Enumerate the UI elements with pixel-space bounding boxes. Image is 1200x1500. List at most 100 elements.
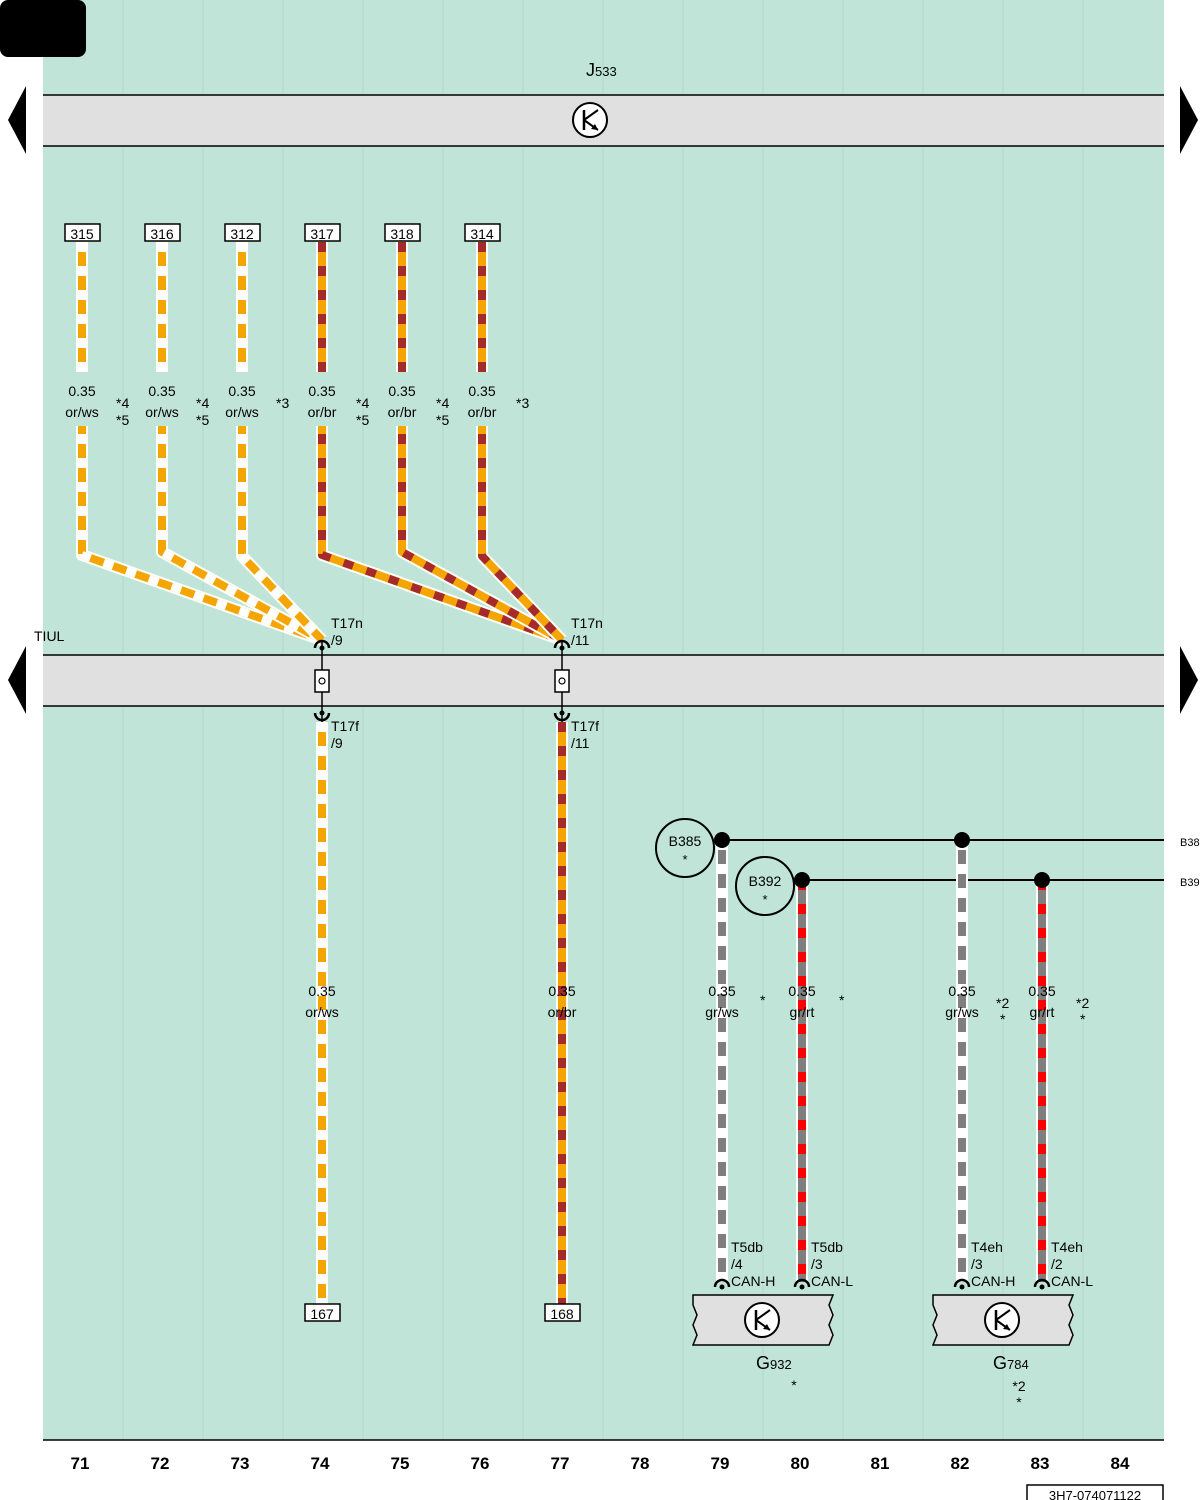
component-g784[interactable] [931, 1294, 1075, 1346]
column-number: 82 [951, 1454, 970, 1473]
can-signal: CAN-L [811, 1273, 853, 1289]
wire-size: 0.35 [468, 383, 495, 399]
harness-label: TIUL [34, 628, 65, 644]
wire-note: * [839, 992, 845, 1008]
j533-label: J533 [586, 60, 617, 80]
wire-note: * [760, 992, 766, 1008]
connector-name: T17f [571, 718, 599, 734]
wire-top-1[interactable] [76, 242, 325, 646]
connector-t5db[interactable] [713, 1278, 811, 1290]
svg-text:315: 315 [70, 226, 94, 242]
control-unit-icon [572, 102, 608, 138]
harness-left-arrow-icon[interactable] [8, 646, 26, 714]
can-signal: CAN-H [971, 1273, 1015, 1289]
svg-text:B392: B392 [749, 873, 782, 889]
wire-color: or/ws [65, 404, 98, 420]
connector-pin: /3 [811, 1256, 823, 1272]
column-number: 74 [311, 1454, 330, 1473]
column-number: 76 [471, 1454, 490, 1473]
page-corner-tag [0, 0, 86, 57]
wire-note: *2 [1076, 995, 1089, 1011]
column-number: 84 [1111, 1454, 1130, 1473]
wire-top-3[interactable] [236, 242, 327, 645]
g784-note: * [1016, 1394, 1022, 1410]
connector-name: T17n [331, 615, 363, 631]
component-g932[interactable] [691, 1294, 835, 1346]
wire-note: *3 [276, 395, 289, 411]
column-number: 83 [1031, 1454, 1050, 1473]
ref-box-3[interactable]: 312 [224, 223, 261, 242]
wire-size: 0.35 [68, 383, 95, 399]
junction-dot [954, 832, 970, 848]
connector-t4eh[interactable] [953, 1278, 1051, 1290]
wire-top-6[interactable] [476, 242, 567, 645]
bus-b385-circle[interactable]: B385 * [655, 818, 715, 878]
svg-text:318: 318 [390, 226, 414, 242]
connector-name: T17n [571, 615, 603, 631]
connector-pin: /2 [1051, 1256, 1063, 1272]
bus-edge-label: B39 [1180, 877, 1200, 889]
wire-size: 0.35 [308, 383, 335, 399]
junction-dot [714, 832, 730, 848]
wire-color: or/br [468, 404, 497, 420]
nav-left-arrow-icon[interactable] [8, 86, 26, 154]
wire-note: *5 [436, 412, 449, 428]
wire-note: *5 [356, 412, 369, 428]
connector-t17-pin11[interactable] [553, 639, 571, 722]
wire-note: *5 [116, 412, 129, 428]
nav-right-arrow-icon[interactable] [1180, 86, 1198, 154]
column-number: 78 [631, 1454, 650, 1473]
ref-box-1[interactable]: 315 [64, 223, 101, 242]
wire-note: *4 [116, 395, 129, 411]
svg-text:*: * [762, 892, 767, 907]
connector-name: T17f [331, 718, 359, 734]
ref-box-6[interactable]: 314 [464, 223, 501, 242]
bus-b392-circle[interactable]: B392 * [735, 856, 795, 916]
can-signal: CAN-L [1051, 1273, 1093, 1289]
g932-note: * [791, 1377, 797, 1393]
junction-dot [794, 872, 810, 888]
wire-note: * [1000, 1011, 1006, 1027]
wire-color: or/ws [305, 1004, 338, 1020]
can-signal: CAN-H [731, 1273, 775, 1289]
connector-t17-pin9[interactable] [313, 639, 331, 722]
column-number: 75 [391, 1454, 410, 1473]
drawing-code: 3H7-074071122 [1049, 1488, 1141, 1500]
wire-top-5[interactable] [396, 242, 565, 646]
ref-box-2[interactable]: 316 [144, 223, 181, 242]
svg-text:312: 312 [230, 226, 254, 242]
wire-size: 0.35 [708, 983, 735, 999]
connector-pin: /11 [571, 632, 590, 648]
wire-note: *4 [196, 395, 209, 411]
g932-label: G932 [756, 1353, 792, 1373]
ref-box-4[interactable]: 317 [304, 223, 341, 242]
wire-color: gr/ws [945, 1004, 978, 1020]
wire-note: *2 [996, 995, 1009, 1011]
g784-label: G784 [993, 1353, 1029, 1373]
g784-note: *2 [1012, 1378, 1025, 1394]
column-number: 73 [231, 1454, 250, 1473]
ref-box-168[interactable]: 168 [544, 1303, 581, 1322]
column-grid [122, 0, 1084, 1440]
wire-size: 0.35 [228, 383, 255, 399]
wire-top-4[interactable] [316, 242, 565, 646]
ref-box-5[interactable]: 318 [384, 223, 421, 242]
ref-box-167[interactable]: 167 [304, 1303, 341, 1322]
connector-pin: /3 [971, 1256, 983, 1272]
wire-size: 0.35 [948, 983, 975, 999]
harness-right-arrow-icon[interactable] [1180, 646, 1198, 714]
connector-name: T5db [731, 1239, 763, 1255]
wire-size: 0.35 [1028, 983, 1055, 999]
svg-text:167: 167 [310, 1306, 334, 1322]
wire-color: or/ws [145, 404, 178, 420]
svg-text:168: 168 [550, 1306, 574, 1322]
wire-note: *3 [516, 395, 529, 411]
connector-name: T5db [811, 1239, 843, 1255]
svg-text:*: * [682, 852, 687, 867]
wire-top-2[interactable] [156, 242, 325, 646]
column-number: 81 [871, 1454, 890, 1473]
wire-size: 0.35 [388, 383, 415, 399]
wire-note: * [1080, 1011, 1086, 1027]
svg-text:316: 316 [150, 226, 174, 242]
wire-note: *4 [436, 395, 449, 411]
